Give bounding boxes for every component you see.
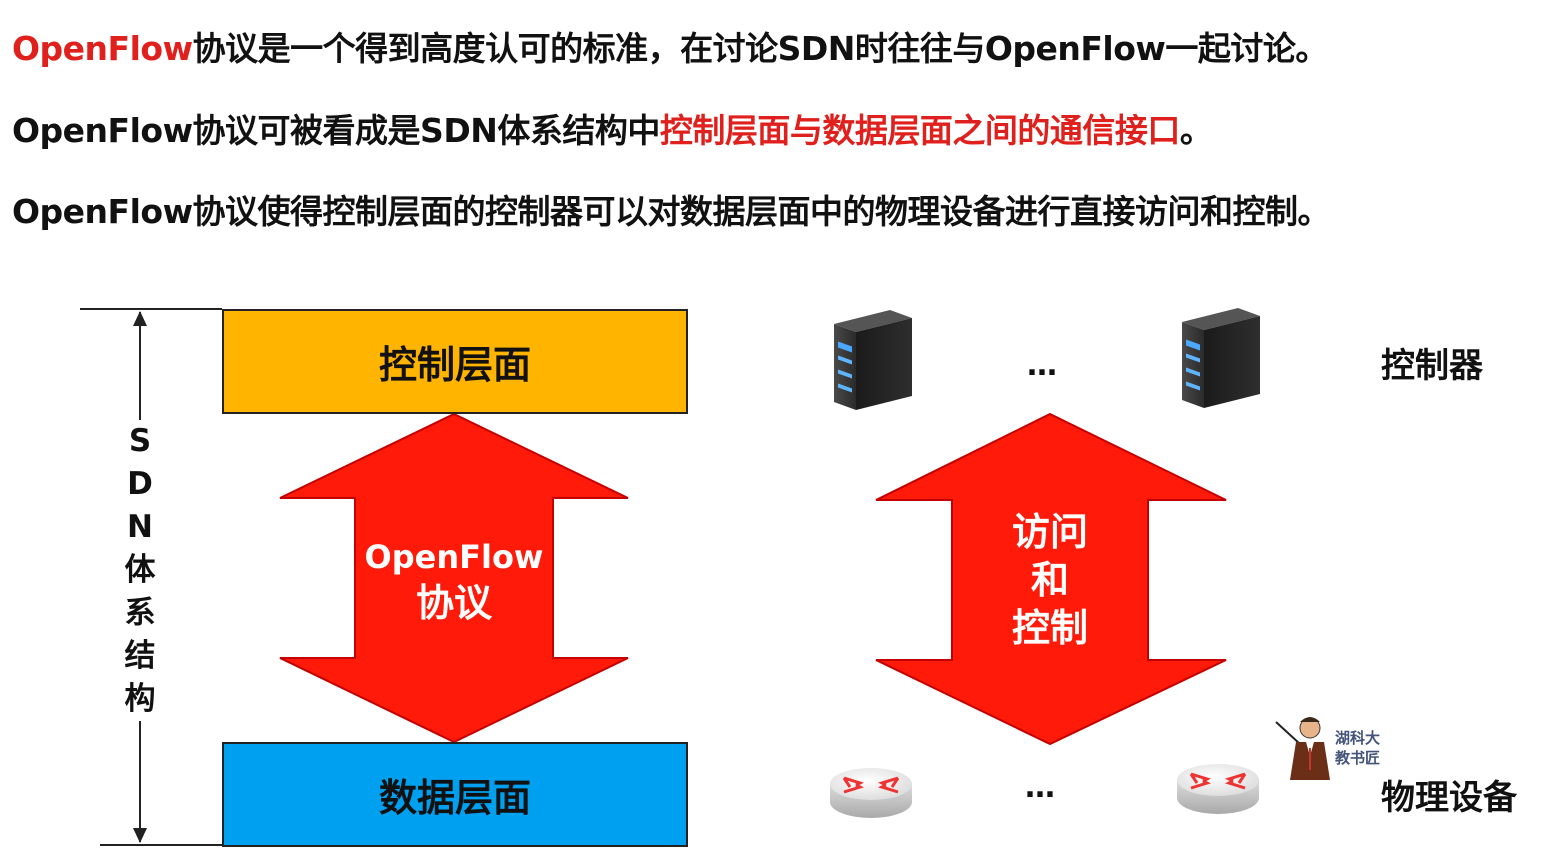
- sdn-char: 体: [124, 552, 156, 588]
- watermark-line1: 湖科大: [1335, 729, 1381, 747]
- router-icon: [828, 766, 914, 820]
- sdn-char: D: [127, 466, 153, 502]
- server-icon: [1182, 308, 1260, 408]
- openflow-arrow-line1: OpenFlow: [364, 538, 544, 576]
- access-control-arrow-line3: 控制: [1011, 606, 1088, 650]
- data-plane-label: 数据层面: [378, 776, 531, 820]
- access-control-arrow-line1: 访问: [1011, 510, 1088, 554]
- intro-line-2-text-before: OpenFlow协议可被看成是SDN体系结构中: [12, 111, 660, 150]
- controller-ellipsis: …: [1027, 348, 1059, 383]
- sdn-char: S: [128, 423, 152, 459]
- sdn-bracket-arrowhead-bottom: [133, 828, 147, 843]
- controller-label: 控制器: [1381, 346, 1483, 386]
- control-plane-label: 控制层面: [378, 343, 531, 387]
- intro-line-2: OpenFlow协议可被看成是SDN体系结构中控制层面与数据层面之间的通信接口。: [12, 104, 1213, 152]
- control-plane-box: 控制层面: [222, 309, 688, 414]
- access-control-arrow-line2: 和: [1030, 558, 1069, 602]
- intro-line-1: OpenFlow协议是一个得到高度认可的标准，在讨论SDN时往往与OpenFlo…: [12, 22, 1328, 70]
- server-icon: [834, 310, 912, 410]
- watermark-text: 湖科大 教书匠: [1335, 728, 1380, 768]
- data-plane-box: 数据层面: [222, 742, 688, 847]
- router-icon: [1175, 762, 1261, 816]
- sdn-char: N: [127, 509, 153, 545]
- openflow-arrow-line2: 协议: [415, 581, 492, 625]
- sdn-architecture-label: S D N 体 系 结 构: [118, 420, 162, 721]
- openflow-arrow-label: OpenFlow 协议: [354, 534, 554, 626]
- intro-line-1-text: 协议是一个得到高度认可的标准，在讨论SDN时往往与OpenFlow一起讨论。: [192, 29, 1329, 68]
- access-control-arrow-label: 访问 和 控制: [960, 508, 1140, 652]
- sdn-bracket-arrowhead-top: [133, 311, 147, 326]
- device-ellipsis: …: [1025, 770, 1057, 805]
- sdn-char: 结: [124, 638, 156, 674]
- physical-device-label: 物理设备: [1381, 778, 1517, 818]
- watermark-line2: 教书匠: [1335, 749, 1381, 767]
- intro-line-3: OpenFlow协议使得控制层面的控制器可以对数据层面中的物理设备进行直接访问和…: [12, 192, 1331, 231]
- teacher-icon: [1275, 717, 1330, 780]
- sdn-char: 构: [124, 681, 156, 717]
- sdn-char: 系: [124, 595, 156, 631]
- intro-line-2-highlight: 控制层面与数据层面之间的通信接口: [659, 111, 1181, 150]
- access-control-double-arrow: [875, 412, 1227, 746]
- intro-line-1-highlight: OpenFlow: [12, 29, 193, 68]
- intro-line-2-text-after: 。: [1179, 111, 1213, 150]
